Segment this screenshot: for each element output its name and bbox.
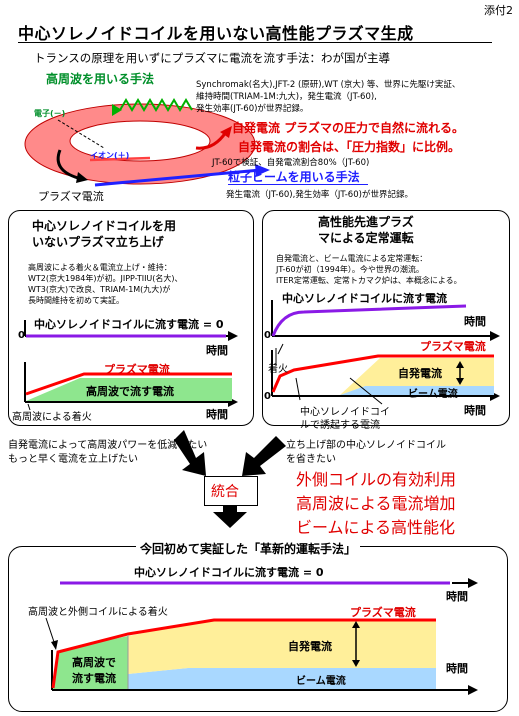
beam-method-label: 粒子ビームを用いる手法 [228,170,360,184]
left-desc-4: 長時間維持を初めて実証。 [28,296,124,305]
bottom-plasma-current: プラズマ電流 [350,606,416,619]
left-desc-2: WT2(京大1984年)が初。JIPP-TIIU(名大)、 [28,274,183,283]
doc-tag: 添付2 [484,4,513,17]
bootstrap-line-1: 自発電流 プラズマの圧力で自然に流れる。 [232,119,464,136]
left-zero: 0 [18,330,25,341]
right-plasma-current: プラズマ電流 [420,340,486,353]
integration-label: 統合 [211,484,239,500]
left-desc-3: WT3(京大)で改良、TRIAM-1M(九大)が [28,285,171,294]
right-panel-title-1: 高性能先進プラズ [318,215,414,229]
right-ignition: 着火 [268,364,288,375]
rf-desc-1: Synchromak(名大),JFT-2 (原研),WT (京大) 等、世界に先… [196,80,461,90]
bottom-time-a: 時間 [446,590,468,603]
bottom-time-b: 時間 [446,662,468,675]
right-zero-a: 0 [264,330,271,341]
right-arrow-caption-2: を省きたい [286,454,336,465]
right-bootstrap: 自発電流 [398,367,442,380]
beam-method-underline [228,184,368,185]
subtitle: トランスの原理を用いずにプラズマに電流を流す手法：わが国が主導 [34,51,391,65]
pressure-index: 「圧力指数」 [346,140,413,154]
torus-plasma-current-label: プラズマ電流 [38,190,104,203]
ion-label: イオン(＋) [90,151,130,160]
bottom-rf-current-2: 流す電流 [72,672,116,685]
benefit-3: ビームによる高性能化 [296,518,456,537]
right-desc-1: 自発電流と、ビーム電流による定常運転： [276,254,428,263]
left-rf-current: 高周波で流す電流 [86,385,174,398]
integration-box [204,476,258,506]
beam-desc: 発生電流（JT-60),発生効率（JT-60)が世界記録。 [226,190,413,200]
electron-label: 電子(－) [34,109,66,118]
left-panel-title-1: 中心ソレノイドコイルを用 [32,219,177,233]
left-arrow-caption-1: 自発電流によって高周波パワーを低減したい [8,440,208,451]
left-arrow-caption-2: もっと早く電流を立上げたい [8,454,138,465]
left-desc-1: 高周波による着火＆電流立上げ・維持： [28,263,172,272]
bottom-ignition: 高周波と外側コイルによる着火 [28,607,168,618]
bootstrap-note: JT-60で検証、自発電流割合80%（JT-60) [212,158,370,168]
right-panel-title-2: マによる定常運転 [318,231,414,245]
left-panel-title-2: いないプラズマ立ち上げ [32,235,164,249]
rf-desc-2: 維持時間(TRIAM-1M:九大)，発生電流（JT-60), [196,92,377,102]
bootstrap-proportional: に比例。 [412,140,461,154]
rf-desc-3: 発生効率(JT-60)が世界記録。 [196,104,309,114]
bottom-panel-title: 今回初めて実証した「革新的運転手法」 [136,540,361,557]
right-cs-induced-1: 中心ソレノイドコイ [300,407,390,418]
right-desc-2: JT-60が初（1994年）。今や世界の潮流。 [276,265,424,274]
benefit-1: 外側コイルの有効利用 [296,470,457,489]
right-beam: ビーム電流 [408,389,458,400]
right-time-b: 時間 [464,404,486,417]
left-time-a: 時間 [206,344,228,357]
rf-method-label: 高周波を用いる手法 [46,72,155,86]
bootstrap-head: 自発電流 [232,121,281,135]
bottom-cs-label: 中心ソレノイドコイルに流す電流 = 0 [134,566,324,579]
page-title: 中心ソレノイドコイルを用いない高性能プラズマ生成 [18,24,414,43]
left-time-b: 時間 [206,408,228,421]
bottom-rf-current-1: 高周波で [72,656,116,669]
left-plasma-current: プラズマ電流 [104,363,170,376]
title-underline [18,42,492,43]
bottom-beam: ビーム電流 [296,676,346,687]
bootstrap-tail: プラズマの圧力で自然に流れる。 [284,121,464,135]
right-cs-induced-2: ルで誘起する電流 [300,420,380,431]
right-time-a: 時間 [464,315,486,328]
benefit-2: 高周波による電流増加 [296,494,456,513]
right-zero-b: 0 [264,391,271,402]
right-desc-3: ITER定常運転、定常トカマク炉は、本概念による。 [276,276,462,285]
right-cs-label: 中心ソレノイドコイルに流す電流 [282,292,447,305]
right-arrow-caption-1: 立ち上げ部の中心ソレノイドコイル [286,440,446,451]
left-ignition: 高周波による着火 [12,412,92,423]
bootstrap-ratio: 自発電流の割合は、 [238,140,347,154]
bootstrap-line-2: 自発電流の割合は、「圧力指数」に比例。 [238,138,460,155]
left-cs-label: 中心ソレノイドコイルに流す電流 = 0 [34,318,224,331]
bottom-bootstrap: 自発電流 [288,640,332,653]
